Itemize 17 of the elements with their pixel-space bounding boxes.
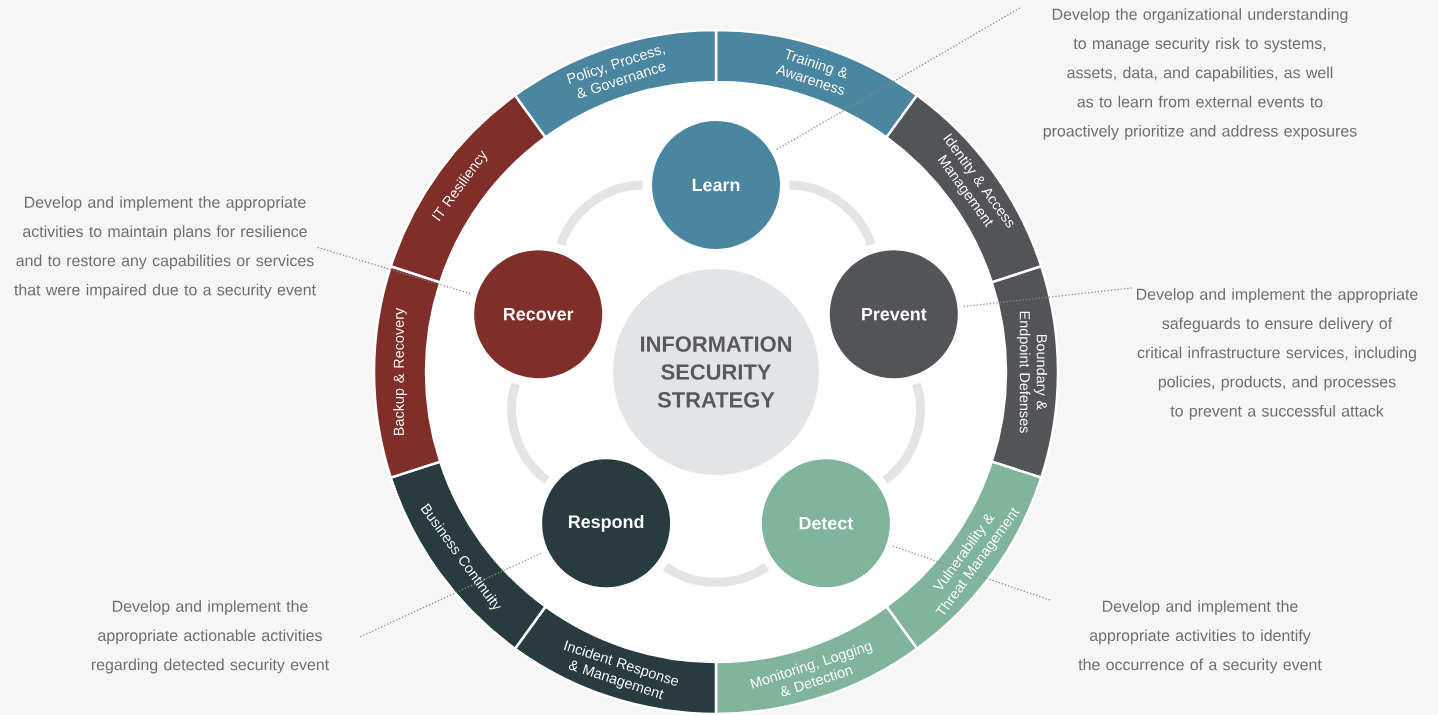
connector-arc — [556, 180, 644, 247]
description-text: Develop and implement the appropriate safeguards to ensure delivery of critical infrastructure services, including policies, products, and processes to prevent a successful attack — [1137, 288, 1418, 420]
connector-arc — [662, 562, 770, 587]
ring-segment: Boundary & Endpoint Defenses — [990, 265, 1060, 479]
description-text: Develop and implement the appropriate activities to identify the occurrence of a security event — [1078, 600, 1322, 674]
connector-arc — [507, 382, 550, 484]
ring-segment: Backup & Recovery — [372, 265, 442, 479]
leader-line — [962, 287, 1133, 308]
connector-arc — [882, 382, 925, 484]
description-text: Develop and implement the appropriate activities to maintain plans for resilience and to restore any capabilities or services that were impaired due to a security event — [14, 196, 316, 299]
connector-arc — [788, 180, 876, 247]
leader-line — [317, 246, 472, 295]
leader-line — [776, 7, 1021, 151]
leader-line — [359, 552, 544, 638]
description-text: Develop the organizational understanding to manage security risk to systems, assets, data, and capabilities, as well as to learn from external events to proactively prioritize and address exposures — [1043, 8, 1357, 140]
leader-line — [891, 545, 1051, 601]
description-text: Develop and implement the appropriate actionable activities regarding detected security event — [91, 600, 329, 674]
